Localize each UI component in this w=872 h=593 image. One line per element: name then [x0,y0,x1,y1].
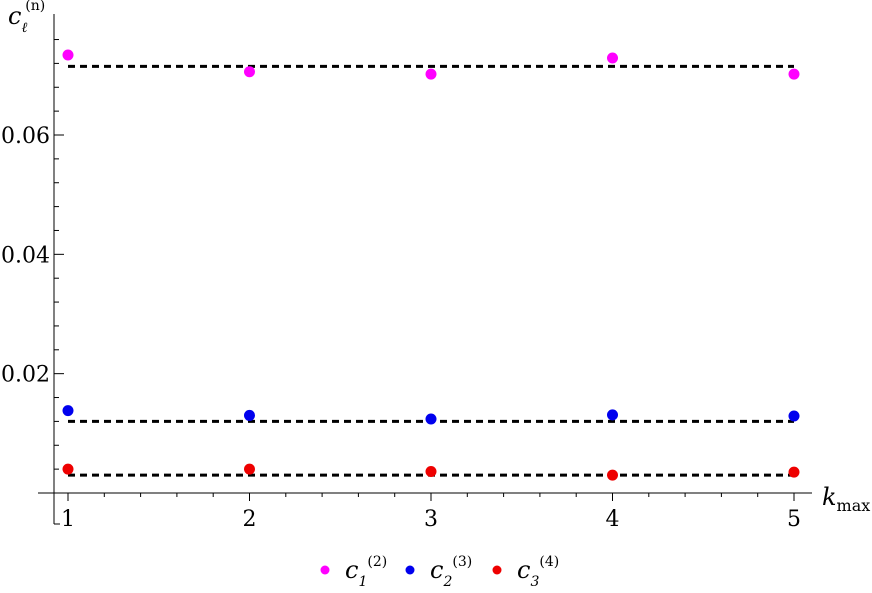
data-point-series-2 [788,410,800,422]
data-point-series-1 [244,66,255,78]
data-point-series-2 [425,413,437,425]
y-axis-label-sub: ℓ [21,20,27,36]
data-points [62,49,800,481]
data-point-series-1 [62,49,74,61]
legend-marker-c3-4 [492,565,502,575]
y-axis-label-sup: (n) [25,0,45,14]
x-tick-label: 5 [787,507,801,532]
data-point-series-3 [607,469,618,481]
data-point-series-2 [607,409,618,421]
data-point-series-3 [788,466,800,478]
data-point-series-3 [62,463,74,475]
legend-label-c1-2: c1(2) [345,554,387,590]
x-tick-label: 1 [61,507,75,532]
axes: 1 2 3 4 5 0.02 0.04 0.06 [1,14,812,532]
legend-item-c2-3: c2(3) [405,554,472,590]
data-point-series-3 [244,463,255,475]
x-tick-label: 4 [606,507,620,532]
x-tick-label: 3 [424,507,438,532]
y-tick-label: 0.06 [1,124,50,149]
data-point-series-2 [244,409,255,421]
legend-item-c1-2: c1(2) [320,554,387,590]
x-tick-label: 2 [243,507,257,532]
y-axis-label-base: c [8,2,21,30]
legend-item-c3-4: c3(4) [492,554,559,590]
data-point-series-1 [607,52,618,64]
data-point-series-1 [425,68,437,80]
data-point-series-1 [788,68,800,80]
data-point-series-2 [62,405,74,417]
legend: c1(2) c2(3) c3(4) [320,554,559,590]
legend-marker-c2-3 [405,565,415,575]
data-point-series-3 [425,466,437,478]
y-tick-label: 0.04 [1,243,50,268]
x-axis-label: kmax [822,483,870,515]
y-tick-label: 0.02 [1,363,50,388]
x-axis-label-sub: max [837,496,871,515]
legend-label-c2-3: c2(3) [430,554,472,590]
x-axis-label-base: k [822,483,837,511]
legend-marker-c1-2 [320,565,330,575]
y-axis-label: cℓ (n) [8,0,45,36]
legend-label-c3-4: c3(4) [517,554,559,590]
